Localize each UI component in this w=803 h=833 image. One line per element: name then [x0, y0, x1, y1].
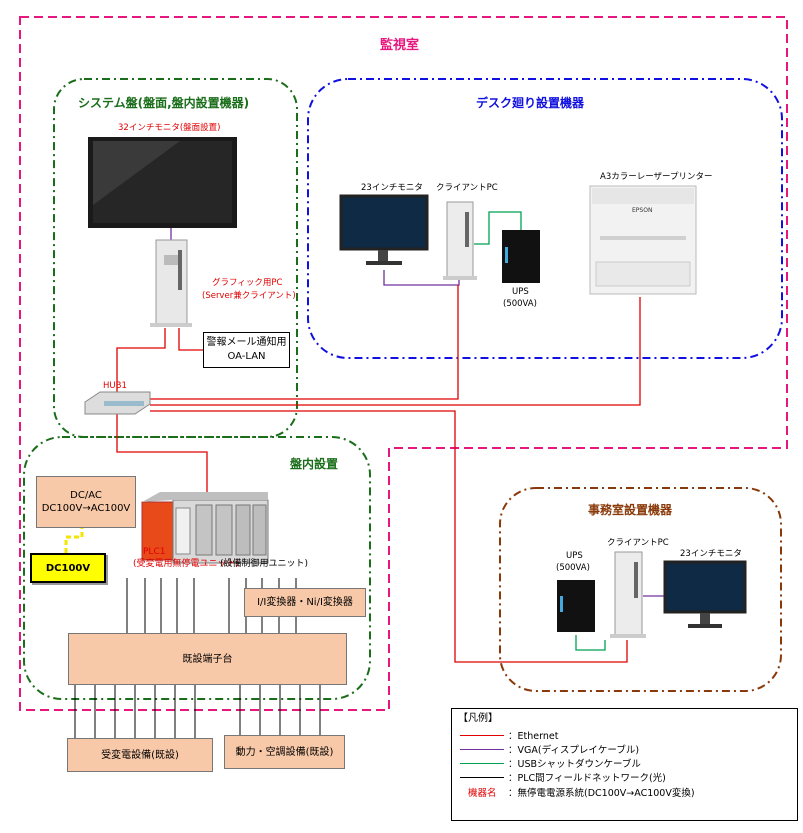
- plc-image: [141, 492, 269, 564]
- panel-internal-title: 盤内設置: [290, 457, 339, 471]
- legend-label-vga: ：VGA(ディスプレイケーブル): [508, 745, 640, 756]
- desk-zone-title: デスク廻り設置機器: [476, 96, 585, 110]
- monitor32-label: 32インチモニタ(盤面設置): [118, 123, 221, 133]
- legend-item-field: ：PLC間フィールドネットワーク(光): [460, 770, 666, 784]
- dcac-box: DC/AC DC100V→AC100V: [36, 476, 136, 528]
- desk-ups-label-2: (500VA): [503, 299, 537, 309]
- printer-image: [589, 185, 697, 295]
- alarm-mail-label-2: OA-LAN: [227, 351, 266, 362]
- office-ups-label-2: (500VA): [556, 563, 590, 573]
- plc-label-2: (受変電用無停電ユニット): [133, 559, 240, 569]
- legend-title: 【凡例】: [458, 713, 498, 724]
- hub-label: HUB1: [103, 381, 127, 391]
- desk-ups-image: [502, 230, 540, 283]
- legend-line-vga: [460, 748, 504, 750]
- legend-label-usb: ：USBシャットダウンケーブル: [508, 759, 641, 770]
- desk-ups-label-1: UPS: [512, 287, 529, 297]
- eth-line-hub-deskpc: [150, 285, 459, 400]
- desk-client-image: [443, 201, 477, 280]
- system-panel-title: システム盤(盤面,盤内設置機器): [78, 96, 250, 110]
- office-monitor-label: 23インチモニタ: [680, 549, 742, 559]
- hvac-box: 動力・空調設備(既設): [224, 735, 345, 769]
- office-client-label: クライアントPC: [607, 538, 669, 548]
- dc100v-line: [64, 527, 84, 553]
- legend: 【凡例】 ：Ethernet ：VGA(ディスプレイケーブル) ：USBシャット…: [451, 708, 798, 821]
- monitoring-room-title: 監視室: [380, 38, 420, 53]
- legend-device-name-desc: ：無停電電源系統(DC100V→AC100V変換): [508, 788, 695, 799]
- legend-device-name-sample: 機器名: [468, 788, 497, 799]
- printer-brand-logo: EPSON: [632, 207, 653, 214]
- hub-image: [84, 391, 151, 415]
- legend-item-vga: ：VGA(ディスプレイケーブル): [460, 742, 639, 756]
- terminal-box: 既設端子台: [68, 633, 347, 685]
- graphics-pc-image: [150, 239, 192, 327]
- vga-line-desk: [383, 270, 460, 286]
- dcac-label-1: DC/AC: [70, 490, 102, 501]
- graphics-pc-label-2: (Server兼クライアント): [202, 291, 296, 301]
- legend-line-field: [460, 776, 504, 778]
- converter-box: I/I変換器・Ni/I変換器: [244, 588, 366, 617]
- desk-client-label: クライアントPC: [436, 183, 498, 193]
- monitor32-image: [88, 137, 237, 228]
- legend-item-usb: ：USBシャットダウンケーブル: [460, 756, 641, 770]
- legend-line-ethernet: [460, 734, 504, 736]
- usb-line-office: [575, 635, 606, 651]
- legend-label-ethernet: ：Ethernet: [508, 731, 559, 742]
- office-monitor-image: [663, 560, 747, 628]
- office-ups-label-1: UPS: [566, 551, 583, 561]
- office-client-image: [610, 551, 646, 638]
- graphics-pc-label-1: グラフィック用PC: [212, 278, 283, 288]
- eth-line-hub-plc: [116, 414, 208, 498]
- legend-line-usb: [460, 762, 504, 764]
- dc100v-box: DC100V: [30, 553, 106, 583]
- office-zone-border: [499, 487, 782, 692]
- printer-label: A3カラーレーザープリンター: [600, 172, 713, 182]
- monitoring-room-border: [19, 16, 788, 711]
- desk-monitor-label: 23インチモニタ: [361, 183, 423, 193]
- legend-label-field: ：PLC間フィールドネットワーク(光): [508, 773, 666, 784]
- desk-monitor-image: [339, 194, 429, 265]
- eth-line-hub-office: [150, 410, 628, 663]
- eth-line-pc-oa: [178, 328, 203, 351]
- dcac-label-2: DC100V→AC100V: [41, 503, 131, 514]
- legend-item-ethernet: ：Ethernet: [460, 728, 558, 742]
- usb-line-desk: [474, 211, 522, 245]
- alarm-mail-box: 警報メール通知用 OA-LAN: [203, 332, 290, 368]
- eth-line-pc-hub: [116, 328, 166, 395]
- panel-internal-border: [23, 436, 371, 700]
- equipment-unit-label: (設備制御用ユニット): [220, 559, 309, 569]
- substation-box: 受変電設備(既設): [67, 738, 213, 772]
- legend-item-device-name: 機器名 ：無停電電源系統(DC100V→AC100V変換): [460, 785, 695, 799]
- office-ups-image: [557, 580, 595, 632]
- office-zone-title: 事務室設置機器: [588, 503, 673, 517]
- plc-label-1: PLC1: [143, 547, 166, 557]
- alarm-mail-label-1: 警報メール通知用: [206, 337, 287, 348]
- plc-terminal-wires: [74, 578, 321, 738]
- eth-line-hub-printer: [150, 297, 641, 406]
